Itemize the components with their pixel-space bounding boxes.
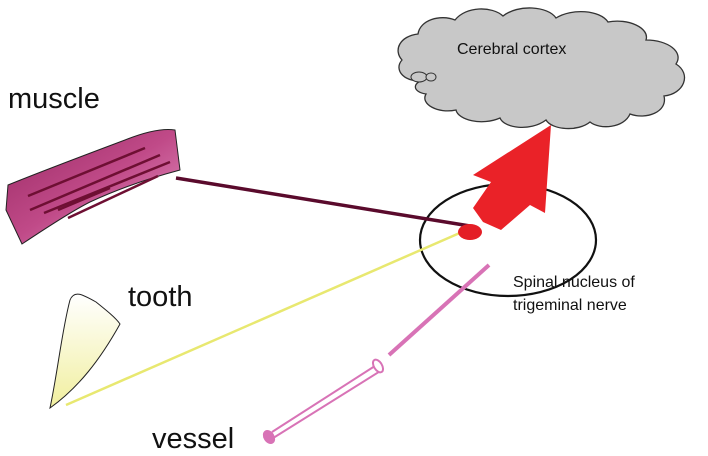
vessel-shape: [262, 358, 385, 445]
ascending-arrow: [473, 125, 551, 230]
cortex-label: Cerebral cortex: [457, 41, 566, 58]
nucleus-label-line2: trigeminal nerve: [513, 297, 627, 314]
nucleus-label-line1: Spinal nucleus of: [513, 274, 635, 291]
vessel-nerve-fiber: [387, 263, 491, 357]
vessel-label: vessel: [152, 423, 234, 455]
muscle-shape: [5, 129, 181, 245]
nucleus-dot: [458, 224, 482, 240]
muscle-label: muscle: [8, 83, 100, 115]
tooth-shape: [49, 293, 121, 410]
muscle-nerve-fiber: [175, 176, 471, 228]
tooth-label: tooth: [128, 281, 193, 313]
tooth-nerve-fiber: [65, 230, 463, 407]
cerebral-cortex-cloud: Cerebral cortex: [397, 7, 686, 130]
